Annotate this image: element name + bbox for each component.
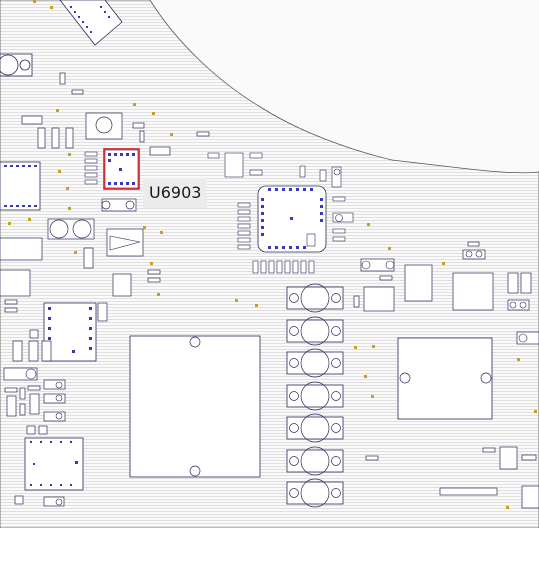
chip-large-right[interactable] (397, 337, 493, 420)
chip-left-lower[interactable] (43, 302, 97, 362)
chip-large-center[interactable] (129, 335, 261, 478)
passive-cluster-right[interactable] (353, 241, 539, 345)
inductor-column[interactable] (286, 283, 344, 508)
passive-cluster-left[interactable] (21, 72, 210, 156)
resistor-array-center[interactable] (207, 152, 354, 274)
component-u6903[interactable] (103, 148, 140, 190)
component-label: U6903 (143, 178, 208, 208)
connector-left[interactable] (0, 53, 33, 77)
diode-symbol (109, 235, 141, 251)
via-dots (8, 0, 537, 509)
chip-top-left[interactable] (59, 0, 123, 46)
chip-left-bottom[interactable] (24, 437, 84, 491)
off-board-area (0, 528, 539, 567)
selection-highlight (103, 148, 140, 190)
chip-center-qfn[interactable] (257, 185, 327, 253)
resistor-stack[interactable] (84, 151, 98, 185)
passive-cluster-lower-right[interactable] (365, 446, 539, 509)
passive-cluster-lower-left[interactable] (3, 302, 108, 507)
chip-left-large[interactable] (0, 161, 41, 211)
